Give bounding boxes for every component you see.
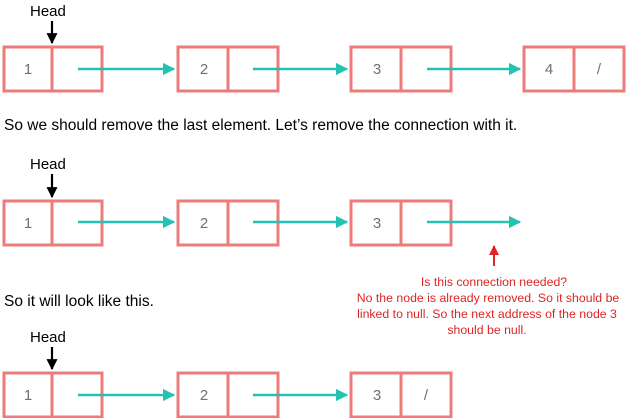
node-value-cell (176, 45, 230, 93)
head-label: Head (30, 329, 66, 346)
annotation-line-3: linked to null. So the next address of t… (357, 307, 617, 321)
list-row-1: Head 1 2 3 4 / (2, 3, 626, 93)
head-label: Head (30, 156, 66, 173)
annotation-note: Is this connection needed? No the node i… (357, 275, 620, 337)
node-value: 1 (24, 61, 32, 78)
annotation-line-1: Is this connection needed? (421, 275, 567, 289)
node-value: 1 (24, 387, 32, 404)
node-null-marker: / (424, 387, 429, 404)
list-node: 2 (176, 199, 280, 247)
annotation-line-4: should be null. (447, 323, 526, 337)
node-next-cell (572, 45, 626, 93)
annotation-line-2: No the node is already removed. So it sh… (357, 291, 620, 305)
node-value-cell (349, 371, 403, 418)
node-next-cell (399, 371, 453, 418)
node-value: 4 (545, 61, 553, 78)
node-value: 3 (373, 387, 381, 404)
node-value-cell (522, 45, 576, 93)
list-node: 2 (176, 45, 280, 93)
node-value: 2 (200, 387, 208, 404)
list-node: 4 / (522, 45, 626, 93)
caption-look-like: So it will look like this. (4, 293, 154, 310)
node-value: 3 (373, 61, 381, 78)
node-value-cell (349, 199, 403, 247)
list-node: 1 (2, 371, 104, 418)
list-node: 3 (349, 199, 453, 247)
list-row-3: Head 1 2 3 / (2, 329, 453, 418)
node-value: 2 (200, 215, 208, 232)
node-value-cell (176, 199, 230, 247)
list-row-2: Head 1 2 3 (2, 156, 522, 266)
caption-remove-last: So we should remove the last element. Le… (4, 117, 517, 134)
list-node: 3 / (349, 371, 453, 418)
node-value: 2 (200, 61, 208, 78)
node-value: 3 (373, 215, 381, 232)
list-node: 1 (2, 45, 104, 93)
node-value-cell (2, 371, 54, 418)
node-value: 1 (24, 215, 32, 232)
node-null-marker: / (597, 61, 602, 78)
head-label: Head (30, 3, 66, 20)
